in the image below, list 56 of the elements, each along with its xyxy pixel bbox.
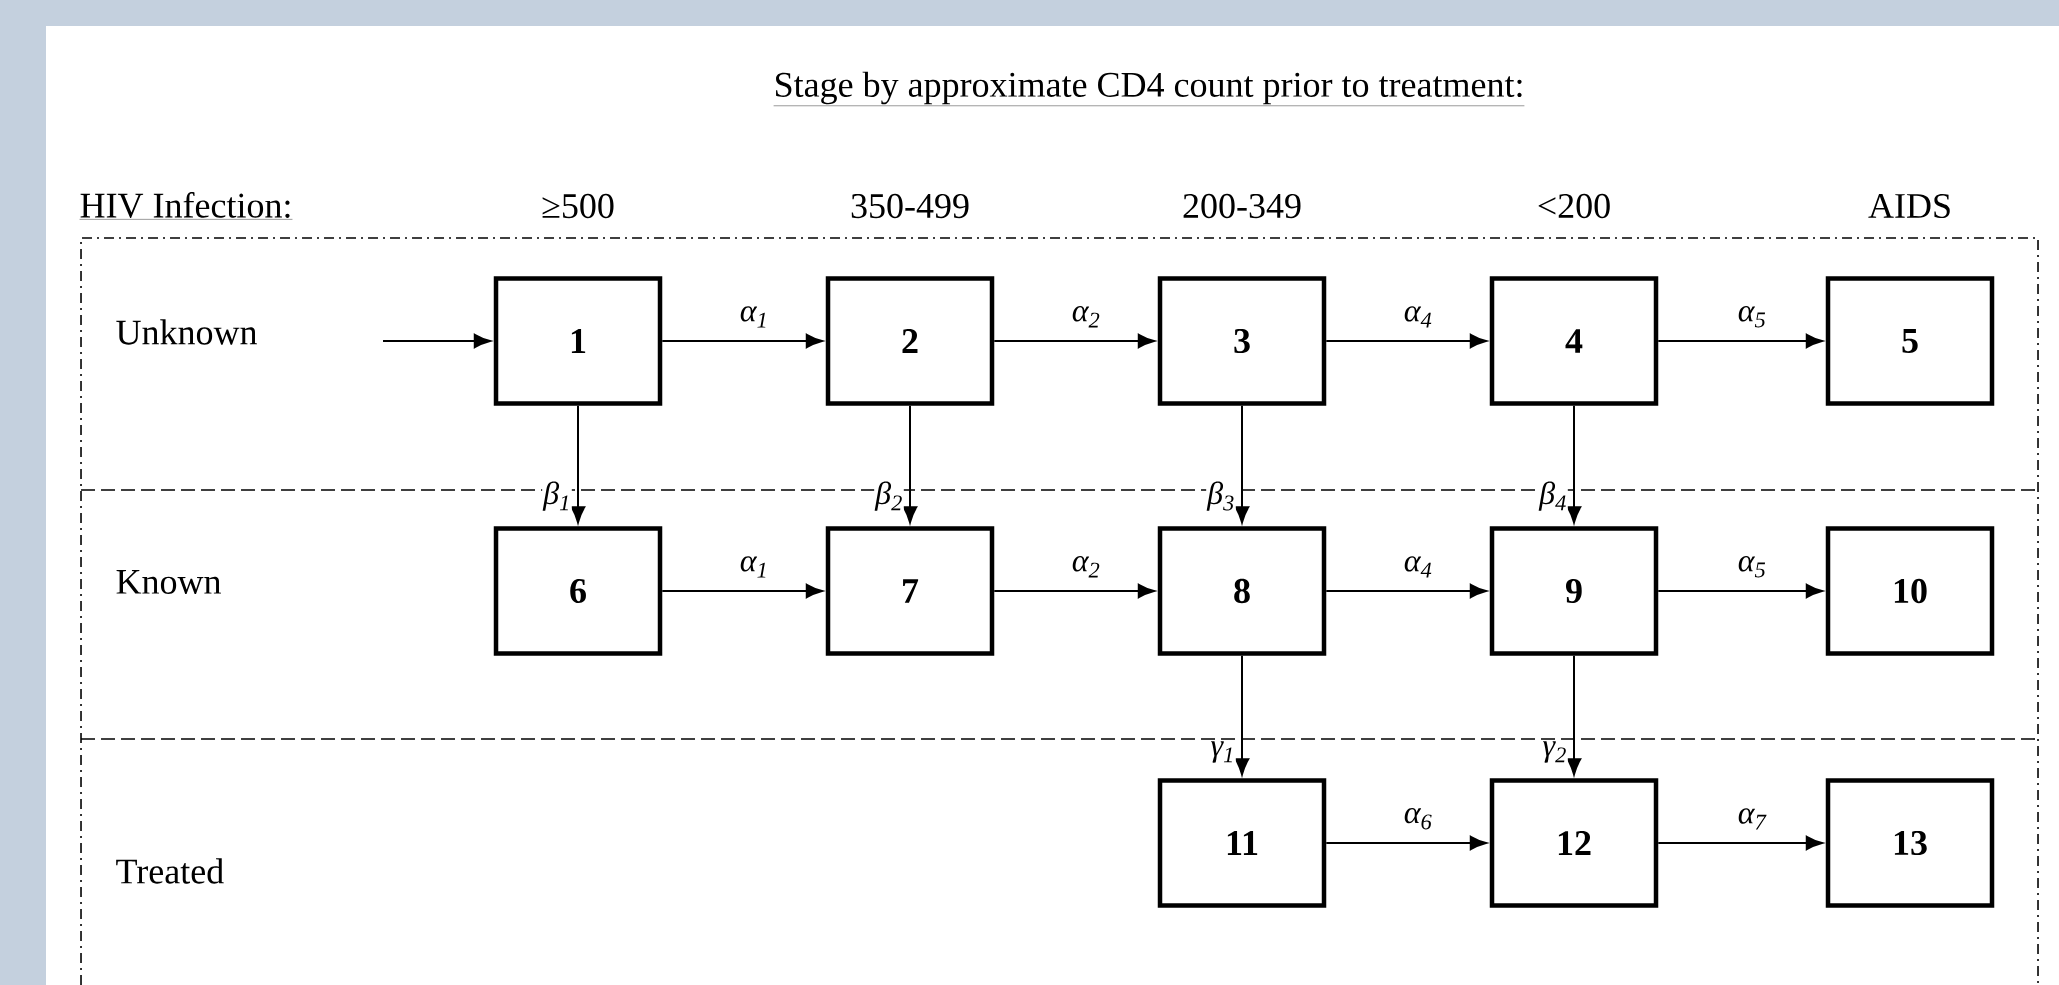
edge-label: α$_{6}$ (1404, 807, 1432, 830)
edge-label: α$_{1}$ (740, 306, 766, 328)
edge-label: α$_{4}$ (1404, 556, 1432, 578)
edge-label: β$_{3}$ (1206, 480, 1236, 512)
state-box: 6 (493, 526, 663, 656)
edge-label: α$_{7}$ (1738, 808, 1767, 830)
title: Stage by approximate CD4 count prior to treatment: (773, 71, 1525, 106)
row-label: Treated (116, 858, 224, 884)
arrow (902, 404, 918, 524)
arrow (570, 404, 586, 524)
state-box: 5 (1825, 276, 1995, 406)
edge-label: α$_{5}$ (1738, 556, 1766, 578)
arrow (1234, 654, 1250, 776)
edge-label: β$_{2}$ (874, 480, 904, 512)
axis-label: HIV Infection: (79, 192, 293, 220)
edge-label: α$_{2}$ (1072, 556, 1100, 578)
arrow (1234, 404, 1250, 524)
row-label: Known (116, 570, 221, 594)
edge-label: β$_{1}$ (542, 480, 572, 512)
arrow (1325, 333, 1487, 349)
arrow (661, 333, 823, 349)
state-box: 10 (1825, 526, 1995, 656)
arrow (661, 583, 823, 599)
edge-label: α$_{1}$ (740, 556, 766, 578)
state-box: 4 (1489, 276, 1659, 406)
arrow (1325, 835, 1487, 851)
arrow (1657, 835, 1823, 851)
edge-label: α$_{4}$ (1404, 306, 1432, 328)
state-box: 12 (1489, 778, 1659, 908)
arrow (993, 583, 1155, 599)
arrow (1657, 333, 1823, 349)
state-box: 2 (825, 276, 995, 406)
state-box: 11 (1157, 778, 1327, 908)
state-box: 8 (1157, 526, 1327, 656)
column-header: <200 (1538, 193, 1610, 219)
edge-label: γ$_{1}$ (1209, 740, 1236, 764)
edge-label: γ$_{2}$ (1541, 740, 1568, 764)
column-header: ≥500 (542, 193, 614, 219)
arrow (382, 333, 491, 349)
arrow (993, 333, 1155, 349)
state-box: 3 (1157, 276, 1327, 406)
state-box: 9 (1489, 526, 1659, 656)
state-box: 13 (1825, 778, 1995, 908)
arrow (1325, 583, 1487, 599)
arrow (1566, 404, 1582, 524)
column-header: 200-349 (1183, 193, 1301, 219)
row-label: Unknown (116, 319, 257, 345)
edge-label: α$_{2}$ (1072, 306, 1100, 328)
edge-label: β$_{4}$ (1538, 480, 1568, 512)
state-box: 7 (825, 526, 995, 656)
state-box: 1 (493, 276, 663, 406)
arrow (1566, 654, 1582, 776)
column-header: AIDS (1868, 193, 1950, 219)
edge-label: α$_{5}$ (1738, 306, 1766, 328)
column-header: 350-499 (851, 193, 969, 219)
arrow (1657, 583, 1823, 599)
